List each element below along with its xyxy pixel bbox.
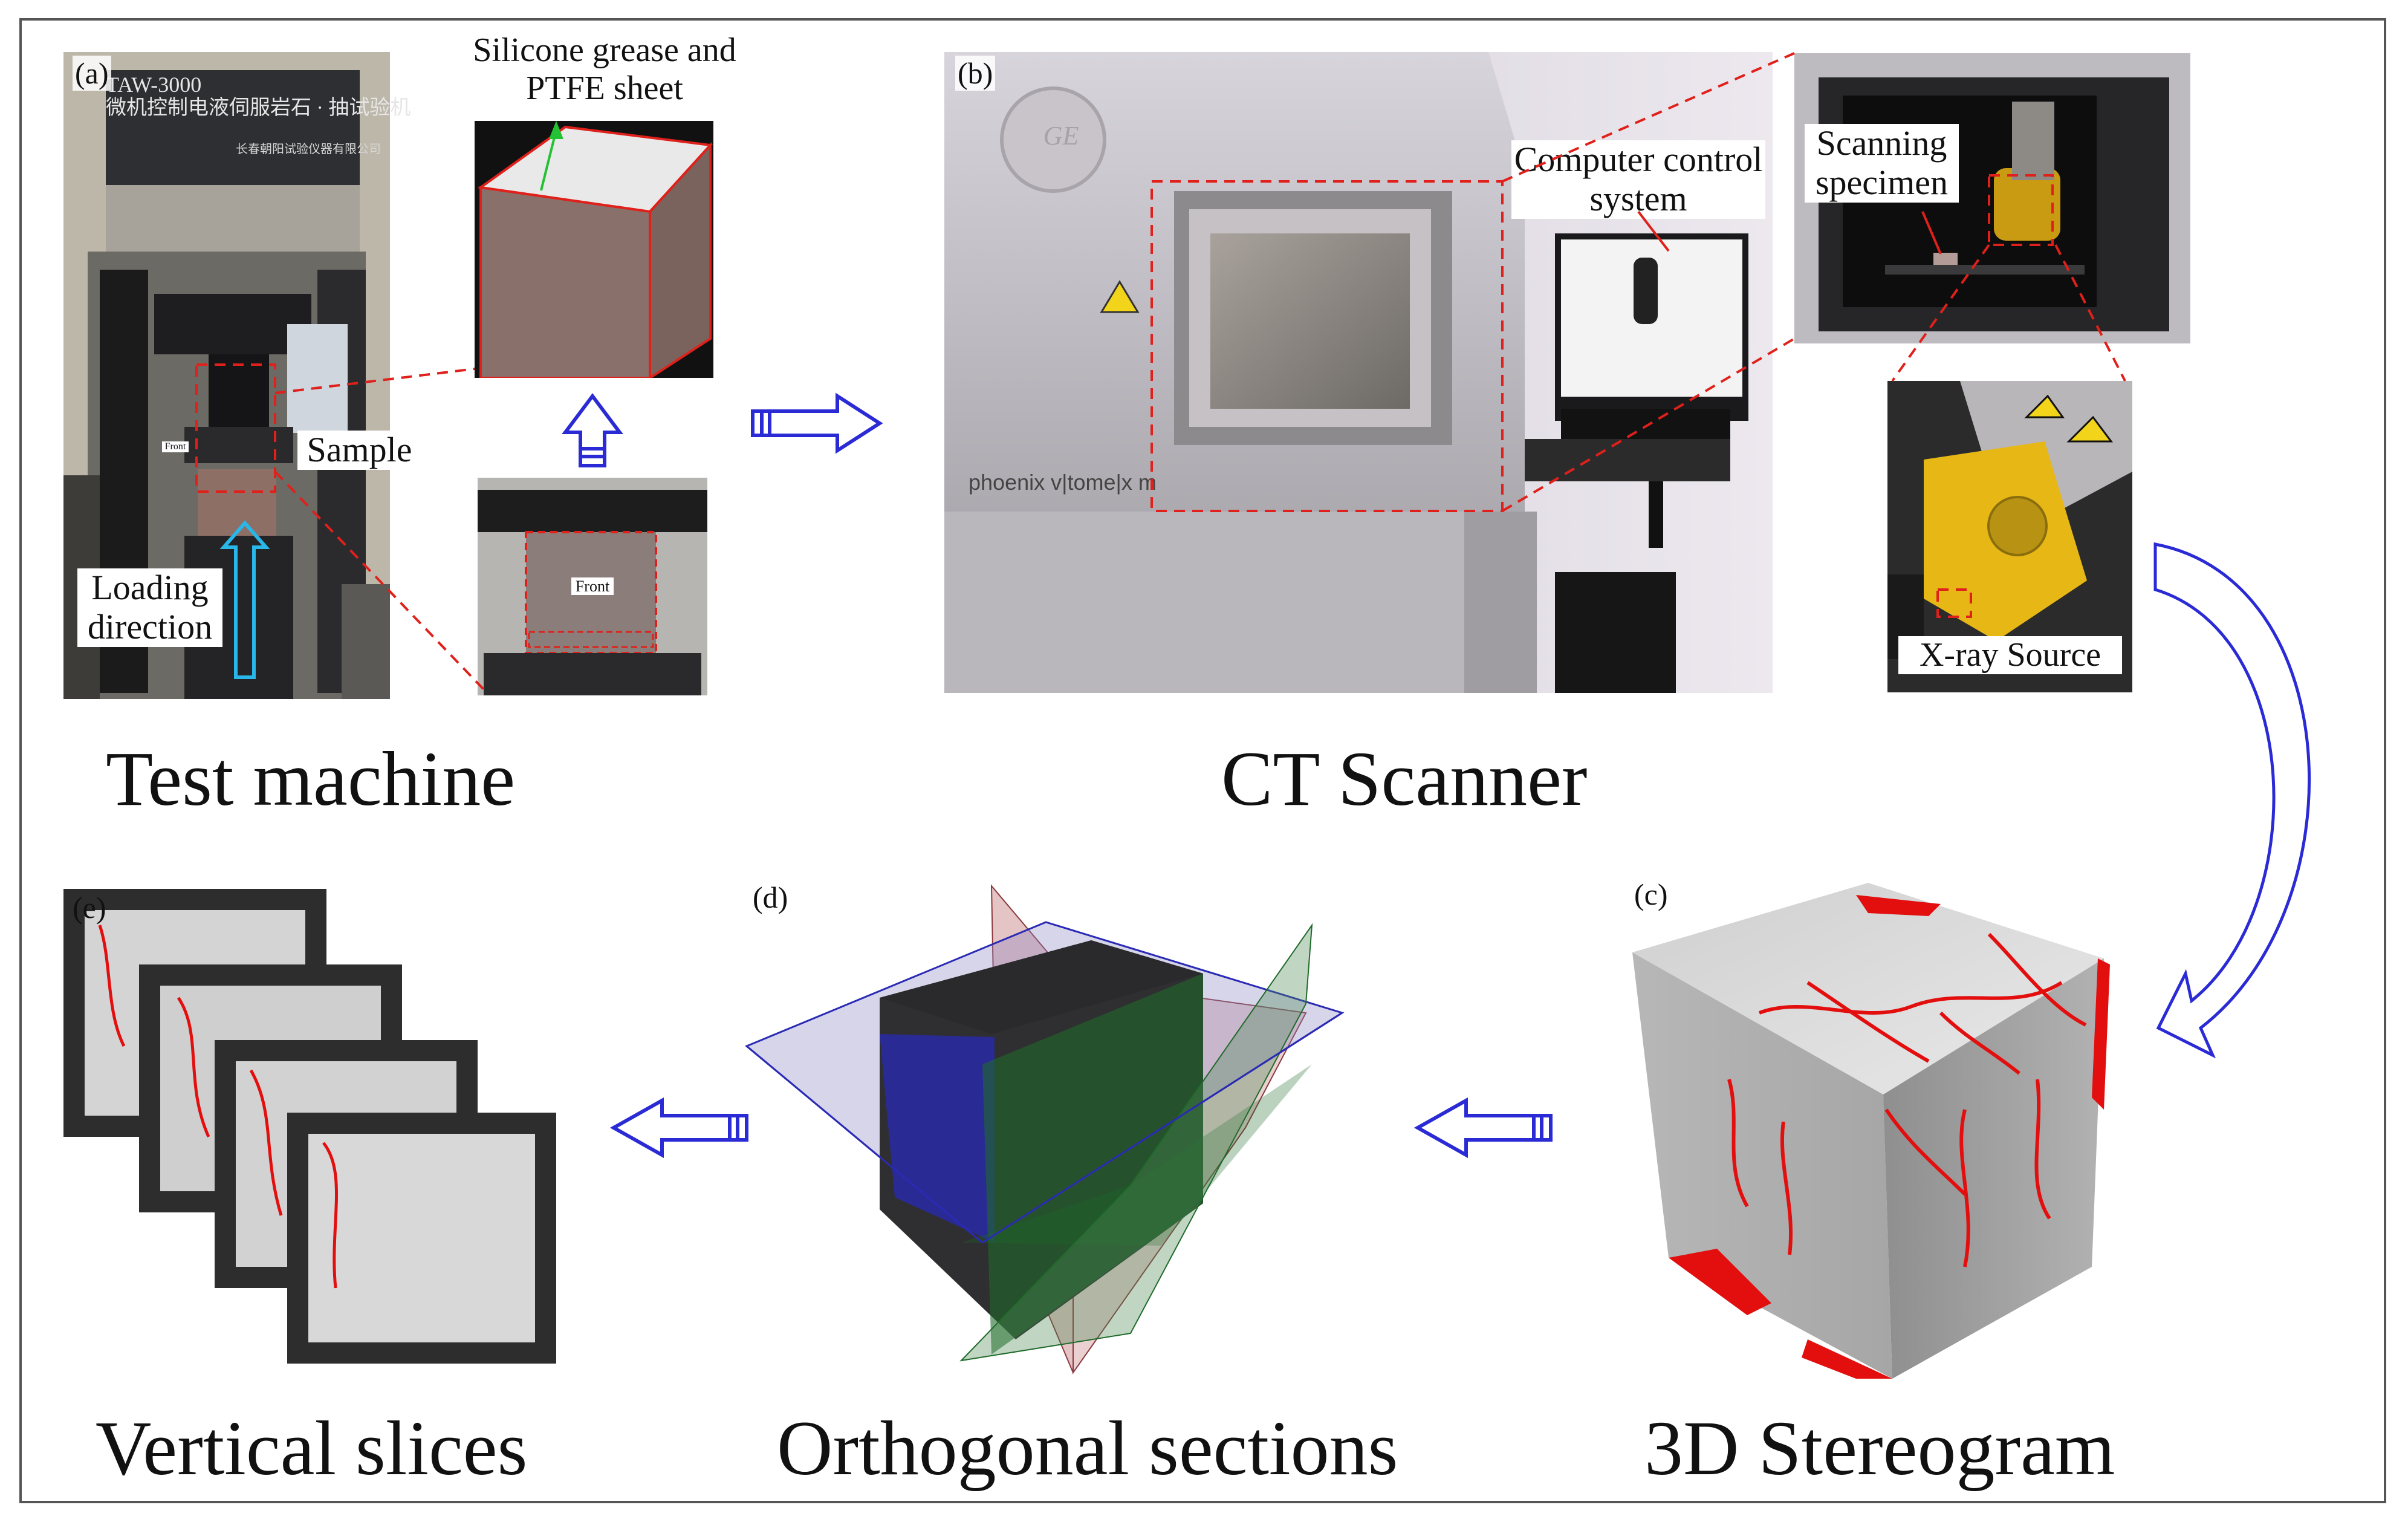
green-arrow-tip	[549, 121, 563, 139]
scanner-chamber-photo	[1794, 53, 2190, 343]
specimen-top-photo	[475, 121, 713, 378]
plaque-code: TAW-3000	[106, 73, 202, 97]
red-pointer-lines	[1637, 210, 1942, 255]
caption-orthogonal-sections: Orthogonal sections	[777, 1405, 1398, 1491]
computer-control-label: Computer control system	[1511, 140, 1765, 219]
stereogram-drawing	[1632, 883, 2110, 1379]
right-arrow-a-to-b	[751, 392, 883, 454]
front-tag: Front	[571, 577, 614, 596]
xray-source-label: X-ray Source	[1898, 636, 2122, 674]
orthogonal-sections	[744, 883, 1366, 1376]
orthogonal-sections-drawing	[745, 884, 1345, 1375]
stereogram-cube	[1626, 880, 2134, 1385]
ct-scanner-drawing	[944, 52, 1773, 693]
plaque-subtext: 长春朝阳试验仪器有限公司	[236, 143, 381, 156]
caption-3d-stereogram: 3D Stereogram	[1644, 1405, 2115, 1491]
sample-label: Sample	[297, 430, 421, 470]
ct-scanner-photo	[944, 52, 1773, 693]
panel-letter-b: (b)	[955, 56, 996, 91]
up-arrow	[562, 393, 623, 467]
specimen-cube-drawing	[475, 121, 713, 378]
caption-vertical-slices: Vertical slices	[96, 1405, 528, 1491]
scanner-chamber-drawing	[1794, 53, 2190, 343]
ge-logo: GE	[1043, 121, 1079, 151]
panel-letter-a: (a)	[73, 56, 111, 91]
front-tag-small: Front	[162, 441, 189, 452]
panel-letter-c: (c)	[1634, 877, 1668, 911]
plaque-text: 微机控制电液伺服岩石 · 抽试验机	[106, 97, 411, 119]
vertical-slices	[63, 889, 559, 1367]
vertical-slices-drawing	[63, 889, 556, 1364]
caption-test-machine: Test machine	[106, 736, 515, 822]
panel-letter-d: (d)	[753, 880, 788, 914]
left-arrow-c-to-d	[1413, 1097, 1553, 1159]
red-dashed-callouts	[195, 52, 2126, 691]
caption-ct-scanner: CT Scanner	[1221, 736, 1588, 822]
curved-arrow-b-to-c	[2153, 542, 2311, 1059]
loading-direction-label: Loading direction	[77, 568, 222, 647]
loading-direction-arrow	[219, 520, 270, 679]
silicone-ptfe-label: Silicone grease and PTFE sheet	[473, 31, 736, 107]
machine-brand-text: phoenix v|tome|x m	[969, 470, 1157, 495]
panel-letter-e: (e)	[73, 891, 106, 925]
slice-4	[287, 1113, 556, 1364]
scanning-specimen-label: Scanning specimen	[1805, 123, 1959, 203]
left-arrow-d-to-e	[609, 1097, 748, 1159]
figure-frame	[19, 18, 2386, 1503]
